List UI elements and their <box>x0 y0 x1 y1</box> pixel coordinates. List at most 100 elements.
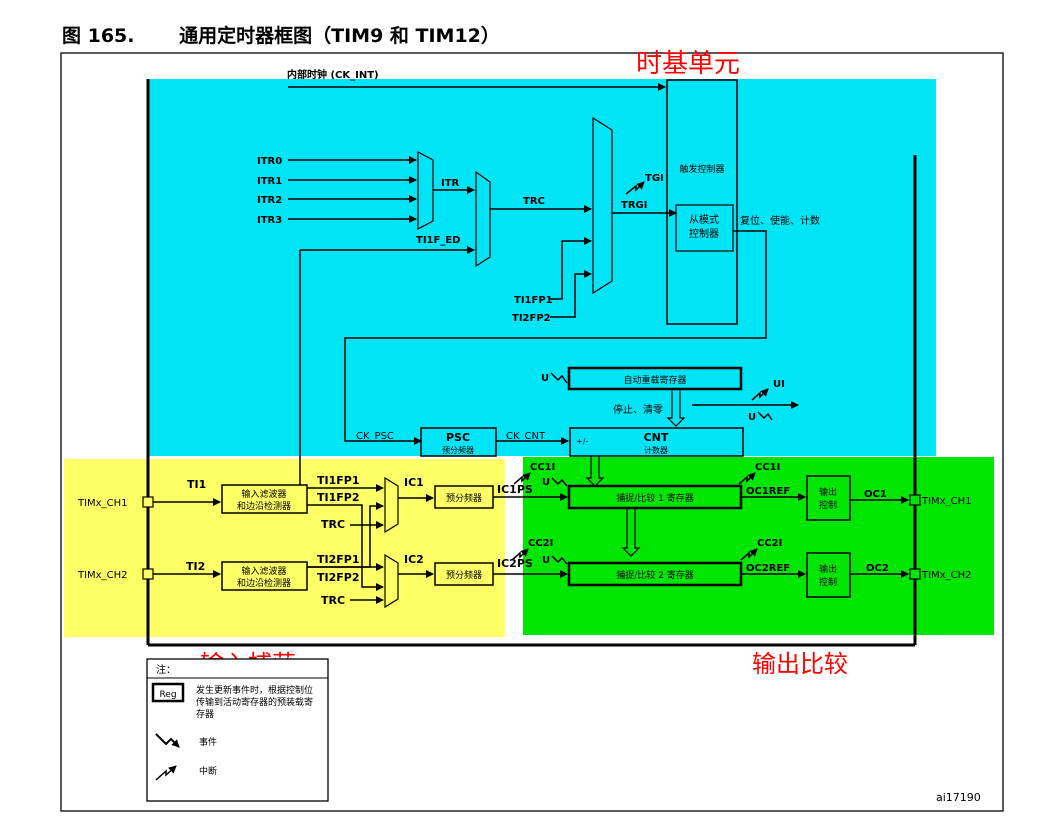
ic1ps-label: IC1PS <box>497 483 533 496</box>
ccr1-to-ccr2-arrow <box>621 508 641 557</box>
ui-interrupt-icon <box>751 388 769 401</box>
figure-frame <box>60 52 1004 812</box>
auto-reload-to-cnt-arrow <box>666 389 686 427</box>
psc-sublabel: 预分频器 <box>442 445 474 455</box>
figure-number: 图 165. <box>62 25 135 47</box>
cc2i-out-label: CC2I <box>757 538 782 549</box>
timx-ch2-out-pin <box>909 568 921 580</box>
u-ccr2-label: U <box>542 555 550 566</box>
timx-ch1-out-pin <box>909 494 921 506</box>
input-filter-2-block <box>221 561 308 591</box>
u-auto-reload-label: U <box>541 373 549 384</box>
input-filter-1-block <box>221 484 308 514</box>
timx-ch1-label: TIMx_CH1 <box>77 498 127 509</box>
psc-label: PSC <box>446 431 470 444</box>
trigger-controller-block <box>666 79 738 325</box>
slave-mode-label-2: 控制器 <box>689 227 719 240</box>
figure-id: ai17190 <box>936 791 981 804</box>
legend-reg-label: Reg <box>159 690 176 700</box>
ic2ps-label: IC2PS <box>497 557 533 570</box>
ti1-label: TI1 <box>187 478 206 491</box>
ic1-label: IC1 <box>404 476 424 489</box>
ck-int-label: 内部时钟 (CK_INT) <box>287 68 379 81</box>
time-base-region <box>149 79 936 456</box>
legend-reg-desc-2: 传输到活动寄存器的预装载寄 <box>196 696 313 708</box>
itr0-label: ITR0 <box>257 156 282 167</box>
output-control-1-label-1: 输出 <box>819 486 837 498</box>
ic2-label: IC2 <box>404 553 424 566</box>
input-filter-2-label-1: 输入滤波器 <box>241 565 286 577</box>
psc-block <box>420 427 497 457</box>
time-base-label: 时基单元 <box>636 49 740 79</box>
trc-mux <box>475 170 491 268</box>
oc1-label: OC1 <box>864 489 887 500</box>
tgi-interrupt-icon <box>625 181 645 195</box>
legend-event-icon <box>155 733 180 748</box>
legend-interrupt-label: 中断 <box>199 765 217 777</box>
figure-title-text: 通用定时器框图（TIM9 和 TIM12） <box>179 25 500 47</box>
input-filter-1-label-2: 和边沿检测器 <box>237 500 291 512</box>
ti1fp1-label: TI1FP1 <box>514 295 553 306</box>
prescaler-1-label: 预分频器 <box>446 492 482 504</box>
input-filter-2-label-2: 和边沿检测器 <box>237 577 291 589</box>
timx-ch2-pin <box>142 568 154 580</box>
trc-2-label: TRC <box>321 594 345 607</box>
ti2fp2-in-label: TI2FP2 <box>317 571 359 584</box>
legend-reg-desc-1: 发生更新事件时，根据控制位 <box>196 684 313 696</box>
timx-ch2-out-label: TIMx_CH2 <box>921 570 971 581</box>
ti1fp1-line <box>550 237 592 300</box>
u-event-icon <box>757 411 773 421</box>
output-control-2-block <box>806 552 851 598</box>
legend-box <box>146 658 329 802</box>
ccr1-label: 捕捉/比较 1 寄存器 <box>616 492 693 504</box>
output-control-1-label-2: 控制 <box>819 499 837 511</box>
output-control-2-label-1: 输出 <box>819 563 837 575</box>
itr1-label: ITR1 <box>257 176 282 187</box>
cnt-block <box>569 427 744 457</box>
legend-interrupt-icon <box>155 765 177 781</box>
slave-mode-label-1: 从模式 <box>689 213 719 226</box>
auto-reload-register-label: 自动重载寄存器 <box>623 374 686 386</box>
cnt-pm-label: +/- <box>576 437 588 446</box>
cc2i-out-icon <box>740 548 758 561</box>
output-compare-label: 输出比较 <box>752 650 848 678</box>
timx-ch1-pin <box>142 496 154 508</box>
legend-reg-box <box>151 682 185 703</box>
ccr2-label: 捕捉/比较 2 寄存器 <box>616 569 693 581</box>
ic2-mux <box>384 553 399 609</box>
prescaler-2-label: 预分频器 <box>446 569 482 581</box>
oc2ref-label: OC2REF <box>746 563 790 574</box>
cc2i-in-label: CC2I <box>528 538 553 549</box>
ti2fp2-line <box>550 270 592 318</box>
ti1fp2-in-label: TI1FP2 <box>317 491 359 504</box>
timx-ch2-label: TIMx_CH2 <box>77 570 127 581</box>
ic1-mux <box>384 476 399 534</box>
input-filter-1-label-1: 输入滤波器 <box>241 488 286 500</box>
cnt-label: CNT <box>644 431 669 444</box>
figure-title: 图 165. 通用定时器框图（TIM9 和 TIM12） <box>62 21 500 48</box>
timx-ch1-out-label: TIMx_CH1 <box>921 496 971 507</box>
legend-reg-desc-3: 存器 <box>196 708 214 720</box>
cc2i-in-icon <box>511 548 529 561</box>
ui-label: UI <box>773 379 785 390</box>
itr3-label: ITR3 <box>257 215 282 226</box>
cc1i-out-label: CC1I <box>755 462 780 473</box>
trc-1-label: TRC <box>321 518 345 531</box>
trc-label: TRC <box>523 196 545 207</box>
legend-event-label: 事件 <box>199 736 217 748</box>
output-control-2-label-2: 控制 <box>819 576 837 588</box>
slave-mode-controller-block <box>675 204 734 252</box>
slave-mode-output-line <box>344 230 767 445</box>
trigger-controller-label: 触发控制器 <box>679 163 724 175</box>
u-event-icon-auto-reload <box>550 372 568 384</box>
itr-mux <box>417 151 434 230</box>
ck-cnt-label: CK_CNT <box>506 431 546 442</box>
u-ccr1-label: U <box>542 477 550 488</box>
ti1fp2-in-line <box>307 504 384 591</box>
ti2-label: TI2 <box>186 560 205 573</box>
oc1ref-label: OC1REF <box>746 486 790 497</box>
trgi-label: TRGI <box>621 200 647 211</box>
auto-reload-register-block <box>567 366 743 391</box>
oc2-label: OC2 <box>866 563 889 574</box>
